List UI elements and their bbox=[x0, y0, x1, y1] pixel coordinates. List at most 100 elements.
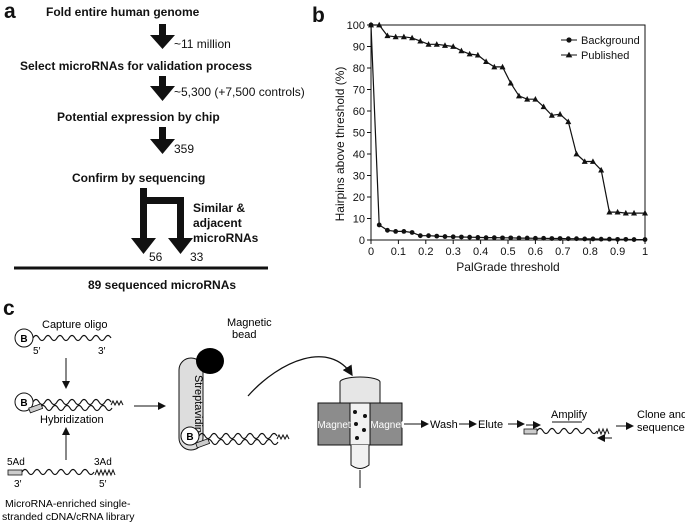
data-point-background bbox=[533, 235, 538, 241]
data-point-background bbox=[401, 229, 407, 234]
x-tick-label: 1 bbox=[642, 246, 648, 258]
data-point-published bbox=[441, 42, 448, 48]
data-point-published bbox=[507, 79, 514, 86]
amplify-label: Amplify bbox=[551, 409, 588, 421]
data-point-published bbox=[474, 51, 481, 58]
biotin-label-3: B bbox=[186, 432, 193, 443]
data-point-published bbox=[515, 92, 522, 99]
data-point-background bbox=[409, 230, 415, 235]
arrow-to-magnet bbox=[247, 356, 353, 397]
data-point-published bbox=[499, 63, 506, 70]
label-5ad: 5Ad bbox=[7, 457, 25, 468]
data-point-published bbox=[565, 118, 572, 125]
data-point-published bbox=[466, 50, 473, 57]
count-5300: ~5,300 (+7,500 controls) bbox=[174, 85, 305, 99]
data-point-background bbox=[598, 236, 604, 242]
library-label-line1: MicroRNA-enriched single- bbox=[5, 498, 131, 510]
y-tick-label: 0 bbox=[359, 235, 365, 247]
label-3ad: 3Ad bbox=[94, 457, 112, 468]
data-point-background bbox=[459, 234, 464, 240]
branch-count-56: 56 bbox=[149, 250, 163, 264]
data-point-background bbox=[615, 236, 620, 242]
branch-label-line1: Similar & bbox=[193, 201, 246, 215]
x-tick-label: 0.3 bbox=[446, 246, 461, 258]
capture-oligo-group: B Capture oligo 5′ 3′ bbox=[14, 319, 112, 357]
data-point-published bbox=[606, 208, 613, 215]
data-point-background bbox=[590, 236, 596, 242]
data-point-background bbox=[508, 235, 514, 241]
data-point-published bbox=[417, 37, 424, 44]
data-point-published bbox=[614, 208, 621, 215]
y-tick-label: 80 bbox=[353, 63, 365, 75]
y-tick-label: 60 bbox=[353, 106, 365, 118]
data-point-background bbox=[491, 235, 497, 241]
data-point-published bbox=[622, 209, 629, 216]
x-tick-label: 0.8 bbox=[583, 246, 598, 258]
arrow-down-1 bbox=[150, 24, 175, 49]
x-tick-label: 0.4 bbox=[473, 246, 488, 258]
step-potential-expression: Potential expression by chip bbox=[57, 110, 220, 124]
data-point-background bbox=[385, 227, 390, 233]
clone-label-1: Clone and bbox=[637, 409, 685, 421]
clone-label-2: sequence bbox=[637, 422, 685, 434]
branch-label-line3: microRNAs bbox=[193, 231, 259, 245]
data-point-published bbox=[598, 166, 605, 173]
library-label-line2: stranded cDNA/cRNA library bbox=[2, 511, 135, 523]
data-point-background bbox=[500, 235, 505, 241]
data-point-published bbox=[433, 41, 440, 47]
x-axis-label: PalGrade threshold bbox=[456, 260, 559, 274]
y-axis-label: Hairpins above threshold (%) bbox=[333, 67, 347, 222]
count-11-million: ~11 million bbox=[174, 37, 231, 51]
count-359: 359 bbox=[174, 142, 195, 156]
x-tick-label: 0.7 bbox=[555, 246, 570, 258]
data-point-background bbox=[417, 233, 423, 239]
data-point-published bbox=[450, 43, 457, 49]
series-line-published bbox=[371, 24, 645, 214]
data-point-background bbox=[450, 234, 456, 240]
adapter-5ad bbox=[7, 469, 23, 476]
biotin-label-2: B bbox=[20, 398, 27, 409]
x-tick-label: 0.6 bbox=[528, 246, 543, 258]
panel-c-letter: c bbox=[3, 297, 15, 320]
data-point-background bbox=[467, 234, 473, 240]
data-point-published bbox=[409, 34, 416, 41]
capture-3prime: 3′ bbox=[98, 346, 106, 357]
data-point-published bbox=[532, 95, 539, 102]
magnet-column: Magnet Magnet bbox=[317, 376, 404, 488]
bead-capture-group: Streptavidin Magnetic bead B bbox=[178, 317, 290, 451]
step-fold-genome: Fold entire human genome bbox=[46, 5, 200, 19]
y-tick-label: 20 bbox=[353, 192, 365, 204]
chart-legend: Background Published bbox=[561, 35, 640, 62]
branch-label-line2: adjacent bbox=[193, 216, 242, 230]
data-point-published bbox=[483, 58, 490, 64]
y-tick-label: 70 bbox=[353, 85, 365, 97]
x-tick-label: 0.1 bbox=[391, 246, 406, 258]
data-point-background bbox=[623, 236, 629, 242]
data-point-background bbox=[541, 235, 547, 241]
capture-oligo-strand bbox=[32, 334, 112, 342]
data-point-published bbox=[400, 33, 407, 40]
arrow-down-2 bbox=[150, 76, 175, 101]
arrow-down-3 bbox=[150, 127, 175, 154]
magnet-right-label: Magnet bbox=[370, 420, 404, 431]
legend-label-background: Background bbox=[581, 35, 640, 47]
data-point-background bbox=[475, 235, 481, 240]
data-point-background bbox=[606, 236, 612, 242]
wash-label: Wash bbox=[430, 419, 458, 431]
magnetic-bead bbox=[196, 348, 224, 374]
legend-marker-published bbox=[565, 51, 573, 58]
panel-b-letter: b bbox=[312, 4, 325, 27]
streptavidin-bar bbox=[178, 357, 204, 451]
series-line-background bbox=[370, 24, 645, 241]
y-tick-label: 90 bbox=[353, 42, 365, 54]
data-point-published bbox=[631, 209, 638, 216]
data-point-background bbox=[582, 236, 588, 242]
y-tick-label: 10 bbox=[353, 214, 365, 226]
step-select-micrornas: Select microRNAs for validation process bbox=[20, 59, 253, 73]
x-tick-label: 0.5 bbox=[500, 246, 515, 258]
data-point-background bbox=[376, 222, 382, 228]
y-tick-label: 50 bbox=[353, 128, 365, 140]
data-point-published bbox=[548, 112, 555, 118]
data-point-background bbox=[524, 235, 530, 241]
